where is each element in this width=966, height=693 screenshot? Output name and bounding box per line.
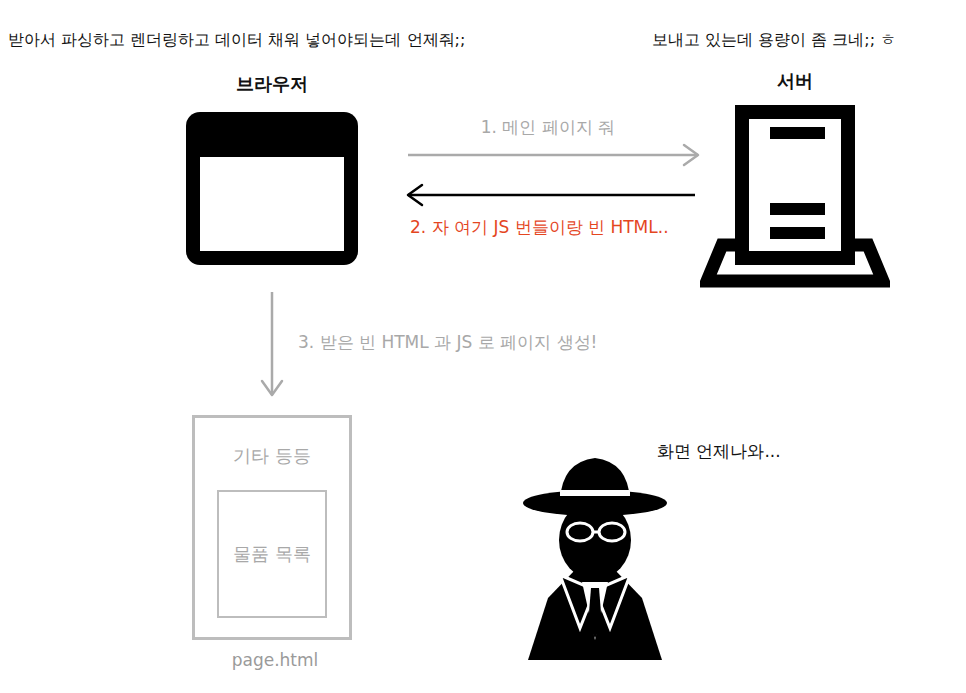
server-bar: [770, 127, 825, 139]
server-icon: 서버: [700, 105, 890, 288]
list-text: 물품 목록: [219, 542, 325, 566]
node-heading: 서버: [670, 69, 920, 93]
connector-line: [408, 154, 698, 157]
file-name: page.html: [155, 650, 395, 670]
server-tower: [742, 112, 848, 258]
connector: [408, 145, 698, 165]
page-heading: 기타 등등: [195, 444, 349, 468]
browser-frame: [186, 112, 358, 265]
node-heading: 브라우저: [146, 72, 398, 96]
note-text: 화면 언제나와...: [657, 440, 781, 463]
connector-line: [408, 194, 695, 197]
page-box: 물품 목록기타 등등page.html: [192, 415, 352, 640]
browser-icon: 브라우저: [186, 112, 358, 265]
arrowhead: [262, 381, 282, 395]
edge-label: 3. 받은 빈 HTML 과 JS 로 페이지 생성!: [298, 331, 597, 354]
connector-line: [271, 292, 274, 395]
edge-label: 1. 메인 페이지 줘: [481, 116, 615, 139]
note-text: 받아서 파싱하고 렌더링하고 데이터 채워 넣어야되는데 언제줘;;: [8, 30, 465, 51]
server-bar: [770, 203, 825, 215]
arrowhead: [408, 185, 422, 205]
edge-label: 2. 자 여기 JS 번들이랑 빈 HTML..: [410, 216, 669, 239]
connector: [262, 292, 282, 395]
server-bar: [770, 227, 825, 239]
browser-drawing: [186, 112, 358, 265]
server-drawing: [700, 105, 890, 288]
connector: [408, 185, 695, 205]
arrowhead: [684, 145, 698, 165]
spy-figure: [523, 458, 667, 660]
browser-window: [200, 157, 344, 251]
note-text: 보내고 있는데 용량이 좀 크네;; ㅎ: [652, 30, 896, 51]
list-box: 물품 목록: [217, 490, 327, 618]
